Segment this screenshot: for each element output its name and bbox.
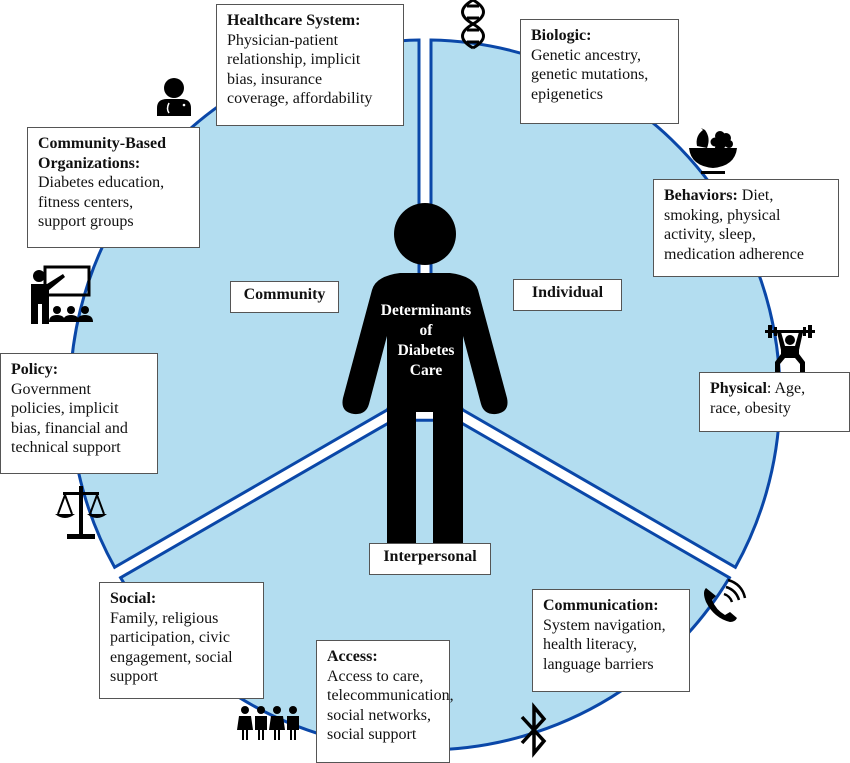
family-icon [237, 706, 299, 740]
teacher-icon [31, 265, 93, 324]
doctor-icon [157, 78, 191, 116]
detail-line: telecommunication, [327, 687, 454, 704]
dna-icon [461, 0, 485, 50]
phone-icon [704, 578, 747, 622]
determinant-policy: Policy: Government policies, implicit bi… [0, 353, 158, 474]
detail-line: social networks, [327, 706, 431, 724]
detail-line: fitness centers, [38, 193, 134, 211]
first-line: Behaviors: Diet, [664, 186, 828, 206]
detail-line: social support [327, 726, 417, 743]
determinant-communication: Communication: System navigation, health… [532, 589, 690, 692]
heading: Physical [710, 380, 767, 397]
detail-line: language barriers [543, 655, 654, 673]
detail-line: smoking, physical [664, 206, 781, 224]
determinant-access: Access: Access to care, telecommunicatio… [316, 640, 454, 763]
detail-line: bias, financial and [11, 419, 128, 437]
detail-line: Access to care, [327, 667, 424, 685]
heading: Access: [327, 648, 378, 665]
title-line-1: Determinants [380, 302, 472, 319]
heading: Healthcare System: [227, 12, 361, 29]
detail-line: policies, implicit [11, 400, 119, 417]
determinant-physical: Physical: Age, race, obesity [699, 372, 850, 432]
determinant-biologic: Biologic: Genetic ancestry, genetic muta… [520, 19, 679, 124]
title-line-2: of [419, 322, 433, 339]
first-line: Physical: Age, [710, 379, 839, 399]
detail-line: health literacy, [543, 636, 638, 653]
figure-title: Determinants of Diabetes Care [361, 301, 491, 381]
weightlifter-icon [765, 325, 815, 372]
detail-line: activity, sleep, [664, 226, 756, 243]
detail-line: medication adherence [664, 245, 804, 263]
detail-line: support [110, 668, 158, 685]
detail-line: System navigation, [543, 616, 666, 634]
detail-inline: Diet, [737, 187, 774, 204]
scales-icon [55, 486, 107, 539]
figure-body [342, 273, 508, 543]
detail-line: Genetic ancestry, [531, 46, 642, 64]
detail-line: Family, religious [110, 609, 219, 627]
title-line-3: Diabetes [397, 342, 455, 359]
determinant-behaviors: Behaviors: Diet, smoking, physical activ… [653, 179, 839, 277]
detail-line: participation, civic [110, 629, 230, 646]
detail-line: genetic mutations, [531, 66, 649, 83]
detail-line: engagement, social [110, 648, 233, 666]
determinant-community-based-organizations: Community-Based Organizations: Diabetes … [27, 127, 200, 248]
determinant-healthcare-system: Healthcare System: Physician-patient rel… [216, 4, 404, 126]
sector-label-community: Community [230, 281, 339, 313]
bluetooth-icon [520, 702, 547, 758]
sector-label-individual: Individual [513, 279, 622, 311]
sector-label-interpersonal: Interpersonal [369, 543, 491, 575]
detail-line: bias, insurance [227, 70, 323, 88]
heading: Policy: [11, 361, 59, 378]
figure-head [394, 203, 456, 265]
person-figure [342, 203, 508, 543]
detail-line: epigenetics [531, 85, 603, 103]
detail-line: Physician-patient [227, 31, 339, 49]
detail-line: Government [11, 380, 91, 398]
heading: Organizations: [38, 154, 141, 172]
detail-line: technical support [11, 439, 121, 456]
heading: Social: [110, 590, 157, 607]
heading: Community-Based [38, 135, 167, 152]
detail-line: coverage, affordability [227, 90, 373, 107]
determinant-social: Social: Family, religious participation,… [99, 582, 264, 699]
heading: Communication: [543, 597, 659, 614]
fruit-bowl-icon [689, 128, 737, 174]
detail-inline: : Age, [766, 380, 806, 397]
title-line-4: Care [409, 362, 443, 379]
detail-line: relationship, implicit [227, 51, 361, 68]
detail-line: support groups [38, 213, 134, 230]
heading: Biologic: [531, 27, 592, 44]
heading: Behaviors: [664, 187, 738, 204]
detail-line: race, obesity [710, 399, 791, 417]
detail-line: Diabetes education, [38, 174, 165, 191]
